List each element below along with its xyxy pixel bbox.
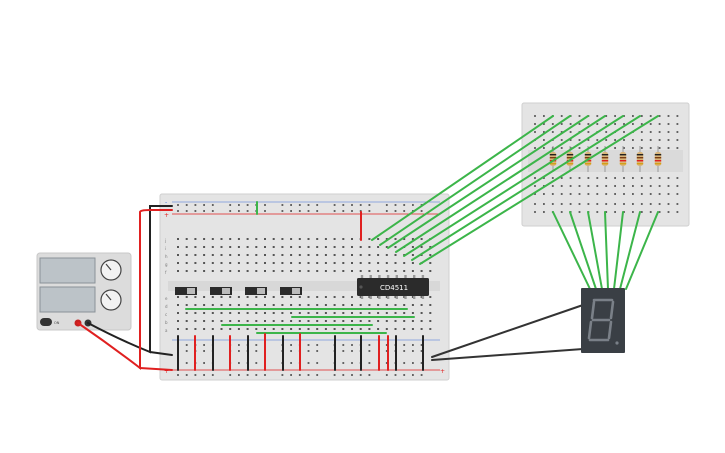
power-switch[interactable] xyxy=(40,318,52,326)
switch-2[interactable] xyxy=(210,287,232,295)
wires-to-resistors[interactable] xyxy=(371,115,659,265)
long-green-wire[interactable] xyxy=(371,115,554,241)
long-green-wire[interactable] xyxy=(403,115,624,257)
resistor[interactable] xyxy=(654,152,662,166)
resistor[interactable] xyxy=(619,152,627,166)
row-label-f: f xyxy=(165,270,167,275)
resistor[interactable] xyxy=(601,152,609,166)
power-label: ON xyxy=(54,321,60,325)
row-label-a: a xyxy=(165,328,168,333)
wire-red-supply[interactable] xyxy=(77,209,173,371)
wire-red-to-plus[interactable] xyxy=(139,367,173,371)
chip-pins xyxy=(360,275,425,299)
power-supply[interactable]: ON xyxy=(36,252,132,331)
display-wire[interactable] xyxy=(604,211,609,290)
long-green-wire[interactable] xyxy=(379,115,571,246)
polarity-plus-bottom-right: + xyxy=(440,368,445,375)
display-wire[interactable] xyxy=(587,211,603,290)
polarity-plus-bottom: + xyxy=(164,368,169,375)
chip-label: CD4511 xyxy=(380,284,408,292)
wires-display-ground[interactable] xyxy=(431,304,584,361)
row-label-j: j xyxy=(164,238,166,243)
display-wire[interactable] xyxy=(619,211,641,290)
switch-4[interactable] xyxy=(280,287,302,295)
long-green-wire[interactable] xyxy=(411,115,641,261)
row-label-d: d xyxy=(165,304,168,309)
long-green-wire[interactable] xyxy=(387,115,589,249)
cd4511-chip[interactable]: CD4511 xyxy=(357,275,429,299)
switch-1[interactable] xyxy=(175,287,197,295)
display-wire[interactable] xyxy=(613,211,624,290)
wire-black-to-minus[interactable] xyxy=(149,351,173,356)
power-cables[interactable] xyxy=(77,205,173,371)
resistor[interactable] xyxy=(636,152,644,166)
polarity-plus-top: + xyxy=(164,212,169,219)
row-labels: j i h g f e d c b a xyxy=(164,238,168,333)
row-label-b: b xyxy=(165,320,168,325)
display-wire[interactable] xyxy=(552,211,591,290)
long-green-wire[interactable] xyxy=(419,115,659,265)
slide-switches[interactable] xyxy=(175,287,302,295)
row-label-e: e xyxy=(165,296,168,301)
row-label-c: c xyxy=(165,312,167,317)
switch-3[interactable] xyxy=(245,287,267,295)
wires-breadboard[interactable] xyxy=(177,201,424,371)
display-wire[interactable] xyxy=(569,211,597,290)
row-label-h: h xyxy=(165,254,168,259)
polarity-minus-top: - xyxy=(165,199,167,206)
row-label-g: g xyxy=(165,262,168,267)
wires-to-display[interactable] xyxy=(552,211,659,290)
small-breadboard-holes xyxy=(534,115,679,213)
seven-segment-display[interactable] xyxy=(581,288,625,353)
display-wire[interactable] xyxy=(625,211,659,290)
vertical-jumpers[interactable] xyxy=(177,333,424,371)
row-label-i: i xyxy=(165,246,166,251)
long-green-wire[interactable] xyxy=(395,115,606,253)
